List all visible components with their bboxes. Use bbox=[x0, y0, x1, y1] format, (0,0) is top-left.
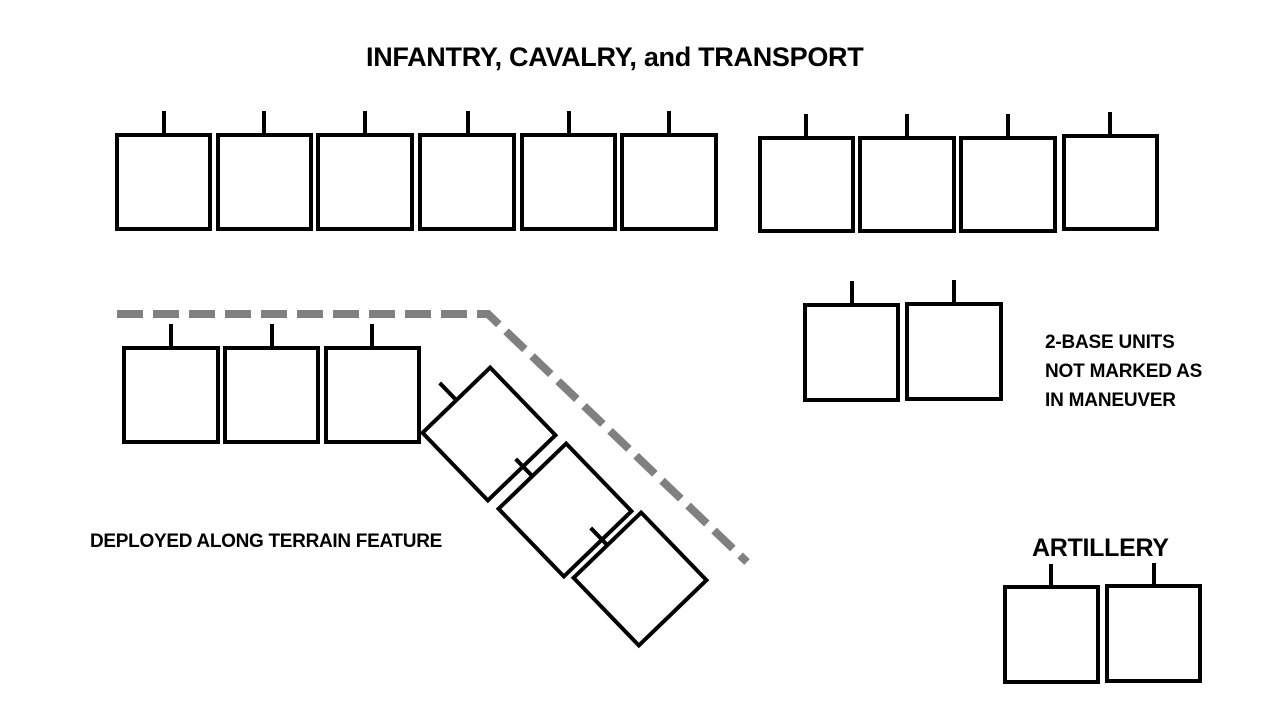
unit-base bbox=[122, 324, 220, 444]
two-base-group bbox=[803, 280, 1003, 402]
unit-base bbox=[758, 114, 855, 233]
unit-base bbox=[858, 114, 956, 233]
unit-base bbox=[223, 324, 320, 444]
diagram-title: INFANTRY, CAVALRY, and TRANSPORT bbox=[366, 42, 864, 72]
unit-base bbox=[324, 324, 421, 444]
unit-base bbox=[1105, 563, 1202, 683]
unit-base bbox=[216, 111, 313, 231]
unit-base bbox=[803, 281, 900, 402]
unit-base bbox=[115, 111, 212, 231]
unit-base bbox=[959, 114, 1057, 233]
unit-base bbox=[316, 111, 414, 231]
artillery-label: ARTILLERY bbox=[1032, 534, 1169, 562]
terrain-feature-line bbox=[117, 310, 750, 565]
unit-base bbox=[520, 111, 617, 231]
top-row-right-group bbox=[758, 112, 1159, 233]
two-base-label-line: 2-BASE UNITS bbox=[1045, 332, 1175, 353]
unit-base bbox=[1003, 564, 1100, 684]
unit-base bbox=[418, 111, 516, 231]
unit-base-rotated bbox=[495, 440, 635, 580]
two-base-label: 2-BASE UNITS NOT MARKED AS IN MANEUVER bbox=[1045, 328, 1202, 415]
deployed-label: DEPLOYED ALONG TERRAIN FEATURE bbox=[90, 531, 443, 552]
unit-base-rotated bbox=[570, 509, 710, 649]
unit-base bbox=[620, 111, 718, 231]
artillery-group bbox=[1003, 563, 1202, 684]
unit-base bbox=[905, 280, 1003, 401]
unit-base bbox=[1062, 112, 1159, 231]
two-base-label-line: NOT MARKED AS bbox=[1045, 361, 1203, 382]
top-row-left-group bbox=[115, 111, 718, 231]
two-base-label-line: IN MANEUVER bbox=[1045, 390, 1176, 411]
terrain-straight-group bbox=[122, 324, 421, 444]
terrain-angled-group bbox=[419, 364, 710, 649]
